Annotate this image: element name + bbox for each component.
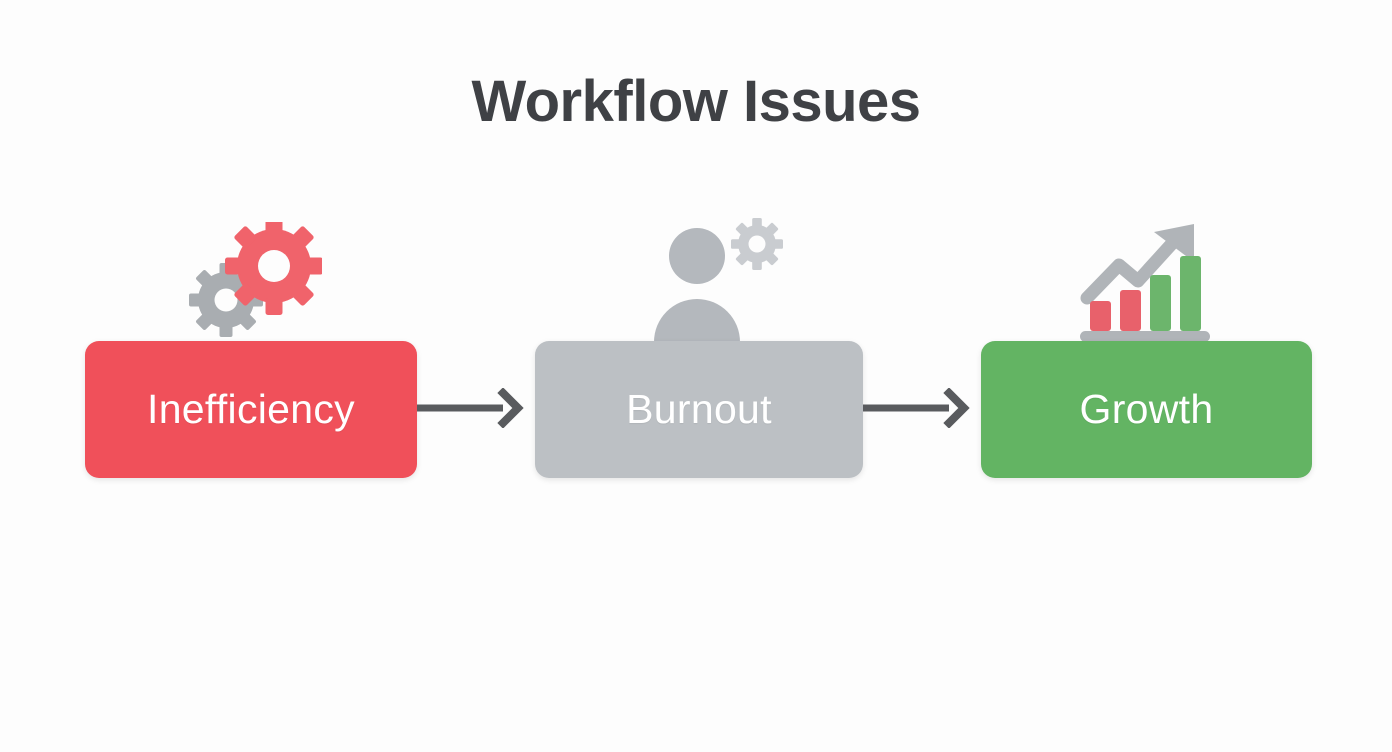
flow-node-growth[interactable]: Growth — [981, 341, 1312, 478]
connector-arrow-inefficiency-to-burnout — [417, 387, 535, 429]
bar-2 — [1120, 290, 1141, 331]
flow-node-inefficiency[interactable]: Inefficiency — [85, 341, 417, 478]
arrow-head-icon — [1154, 224, 1194, 262]
bar-1 — [1090, 301, 1111, 331]
page-title: Workflow Issues — [471, 69, 921, 134]
trend-arrow-icon — [1080, 231, 1184, 305]
gear-large-icon — [225, 217, 323, 315]
gear-small-icon — [189, 263, 263, 337]
flow-node-label: Burnout — [626, 386, 772, 432]
growth-bar-chart-icon — [1076, 218, 1216, 346]
person-icon — [654, 228, 740, 342]
bar-3 — [1150, 275, 1171, 331]
person-with-gear-icon — [648, 212, 788, 344]
flow-node-label: Growth — [1079, 386, 1214, 432]
flow-node-burnout[interactable]: Burnout — [535, 341, 863, 478]
flow-node-label: Inefficiency — [147, 386, 355, 432]
gears-icon — [186, 217, 323, 344]
gear-icon — [731, 218, 783, 270]
connector-arrow-burnout-to-growth — [863, 387, 981, 429]
bar-4 — [1180, 256, 1201, 331]
